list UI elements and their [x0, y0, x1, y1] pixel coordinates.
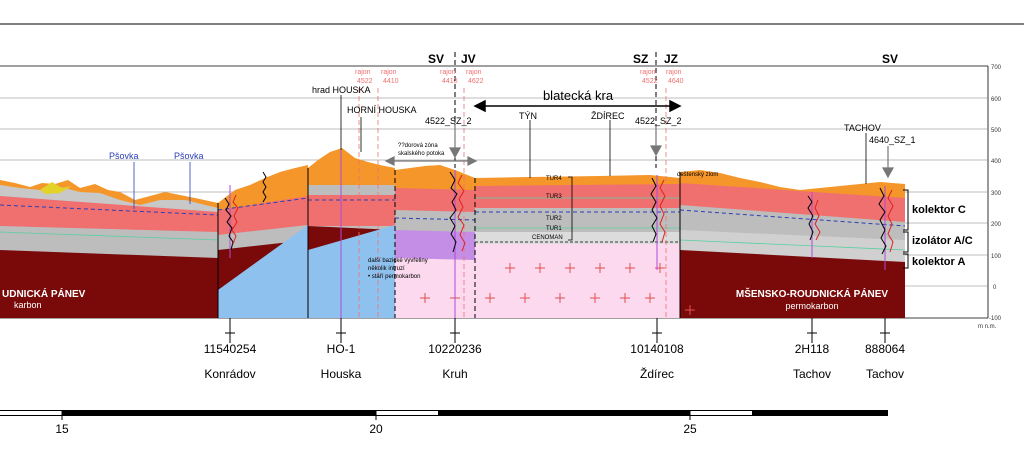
annotation-volcanic-2: několik intruzí [368, 266, 405, 272]
borehole-id: HO-1 [327, 342, 356, 356]
rajon-number-5: 4522 [642, 78, 658, 85]
rajon-label-3: rajon [440, 69, 456, 76]
orientation-sz: SZ [633, 52, 648, 66]
place-tachov: TACHOV [844, 123, 881, 133]
borehole-id: 10220236 [428, 342, 482, 356]
blatecka-kra-block [475, 175, 680, 318]
depth-tick: 200 [991, 222, 1002, 228]
rajon-number-4: 4622 [468, 78, 484, 85]
kruh-block [394, 165, 476, 318]
izolator-ac-label: izolátor A/C [912, 235, 973, 247]
depth-tick: 600 [991, 97, 1002, 103]
borehole-ticks [225, 318, 890, 343]
region-label: blatecká kra [543, 88, 614, 103]
borehole-id: 11540254 [204, 342, 257, 356]
rajon-label-6: rajon [666, 69, 682, 76]
rajon-label-5: rajon [640, 69, 656, 76]
kolektor-brackets [903, 189, 909, 269]
depth-tick: 700 [991, 65, 1002, 71]
borehole-id: 10140108 [630, 342, 684, 356]
depth-tick: -100 [989, 316, 1002, 322]
scale-tick-label: 20 [369, 422, 383, 436]
borehole-name: Ždírec [640, 366, 674, 381]
scale-tick-label: 15 [55, 422, 69, 436]
orientation-jv: JV [461, 52, 476, 66]
kolektor-a-label: kolektor A [912, 256, 965, 268]
place-psovka-1: Pšovka [109, 151, 139, 161]
unit-brackets [568, 176, 573, 241]
depth-tick: 300 [991, 191, 1002, 197]
depth-tick: 500 [991, 128, 1002, 134]
unit-tur3: TUR3 [546, 194, 562, 200]
fault-lines [217, 168, 681, 318]
well-label-2: 4522_SZ_2 [635, 116, 682, 126]
rajon-label-2: rajon [381, 69, 397, 76]
houska-block [308, 148, 395, 318]
borehole-name: Tachov [793, 367, 831, 381]
borehole-id: 888064 [865, 342, 905, 356]
unit-tur2: TUR2 [546, 216, 562, 222]
borehole-name: Houska [321, 367, 362, 381]
place-zdirec: ŽDÍREC [591, 111, 625, 121]
depth-unit: m n.m. [978, 324, 997, 330]
unit-tur4: TUR4 [546, 176, 562, 182]
well-label-1: 4522_SZ_2 [425, 116, 472, 126]
annotation-volcanic-1: další bazické vyvřeliny [368, 258, 428, 264]
annotation-fault: deštenský zlom [677, 172, 718, 178]
right-basin-sub: permokarbon [785, 301, 838, 311]
place-horni-houska: HORNÍ HOUSKA [347, 105, 417, 115]
rajon-number-1: 4522 [357, 78, 373, 85]
location-markers [133, 95, 867, 209]
borehole-name: Konrádov [204, 367, 255, 381]
scale-bar [0, 410, 888, 420]
rajon-label-4: rajon [466, 69, 482, 76]
borehole-id: 2H118 [795, 342, 830, 356]
annotation-zone-2: skalského potoka [398, 151, 445, 157]
unit-cenoman: CENOMAN [532, 235, 563, 241]
scale-tick-label: 25 [683, 422, 697, 436]
konradov-block [217, 165, 309, 318]
well-arrows [384, 125, 895, 179]
rajon-number-2: 4410 [383, 78, 399, 85]
left-block [0, 180, 219, 318]
left-basin-sub: karbon [14, 300, 42, 310]
place-psovka-2: Pšovka [174, 151, 204, 161]
depth-tick: 0 [993, 285, 997, 291]
right-basin-name: MŠENSKO-ROUDNICKÁ PÁNEV [736, 287, 889, 300]
unit-tur1: TUR1 [546, 226, 562, 232]
well-label-3: 4640_SZ_1 [869, 135, 916, 145]
orientation-jz: JZ [664, 52, 678, 66]
left-basin-name: UDNICKÁ PÁNEV [2, 287, 86, 300]
orientation-sv-right: SV [882, 52, 898, 66]
right-block [679, 170, 906, 318]
rajon-number-3: 4410 [442, 78, 458, 85]
place-tyn: TÝN [519, 111, 537, 121]
borehole-name: Tachov [866, 367, 904, 381]
rajon-number-6: 4640 [668, 78, 684, 85]
rajon-label-1: rajon [355, 69, 371, 76]
place-hrad-houska: hrad HOUSKA [312, 85, 371, 95]
depth-tick: 100 [991, 254, 1002, 260]
annotation-zone-1: ??dorová zóna [398, 143, 438, 149]
kolektor-c-label: kolektor C [912, 204, 966, 216]
orientation-sv-left: SV [428, 52, 444, 66]
rajon-lines [358, 88, 667, 318]
region-arrow [473, 99, 682, 113]
well-logs [224, 171, 894, 255]
annotation-volcanic-3: • stáří permokarbon [368, 274, 420, 280]
borehole-name: Kruh [442, 367, 467, 381]
depth-tick: 400 [991, 159, 1002, 165]
